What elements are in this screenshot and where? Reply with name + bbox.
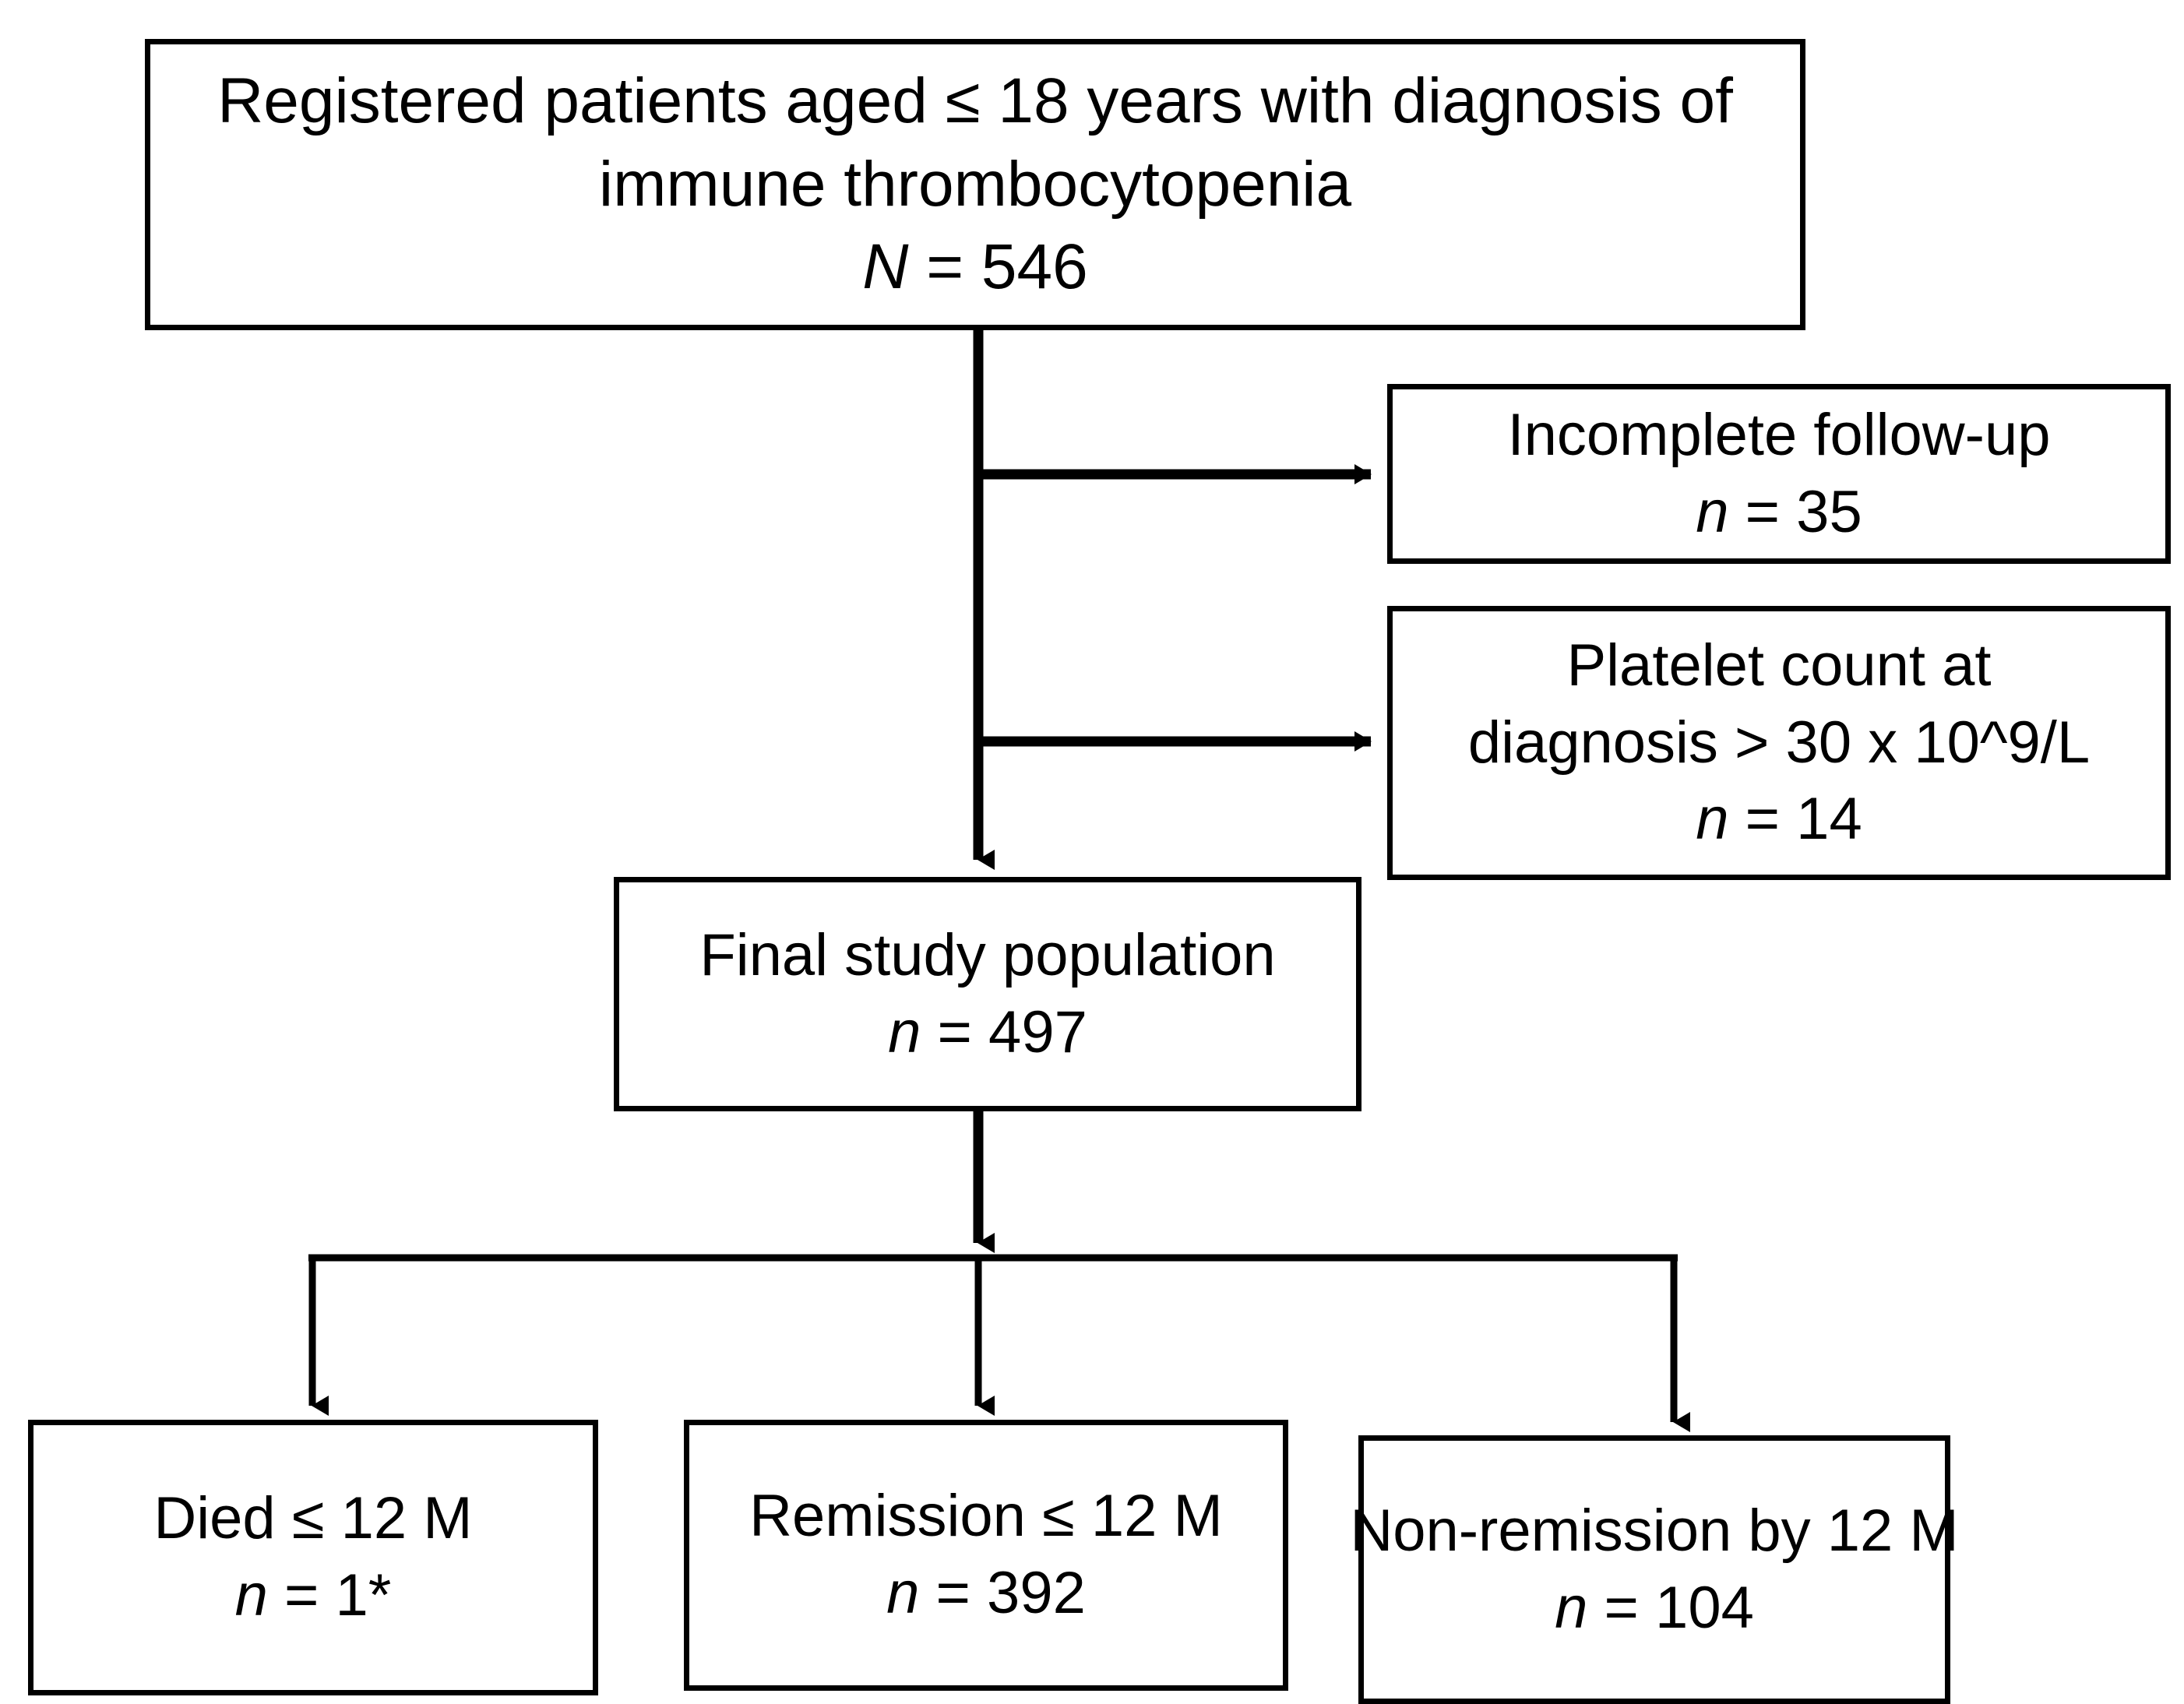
node-non-remission-count-value: 104 — [1655, 1574, 1754, 1641]
node-remission-count-symbol: n — [886, 1560, 920, 1626]
node-remission-line1: Remission ≤ 12 M — [749, 1483, 1223, 1550]
node-incomplete-followup: Incomplete follow-up n = 35 — [1387, 384, 2171, 564]
node-remission-count: n = 392 — [886, 1555, 1086, 1632]
node-died-line1: Died ≤ 12 M — [153, 1485, 473, 1552]
node-died-count-value: 1* — [335, 1562, 392, 1628]
node-final-count: n = 497 — [888, 995, 1087, 1072]
node-incomplete-count: n = 35 — [1696, 474, 1862, 551]
node-registered-line1: Registered patients aged ≤ 18 years with… — [217, 65, 1733, 137]
node-non-remission-count-equals: = — [1587, 1574, 1656, 1641]
node-died: Died ≤ 12 M n = 1* — [28, 1420, 598, 1695]
node-died-count-equals: = — [267, 1562, 336, 1628]
node-platelet-line2: diagnosis > 30 x 10^9/L — [1467, 709, 2091, 776]
node-platelet-excluded: Platelet count at diagnosis > 30 x 10^9/… — [1387, 606, 2171, 880]
node-registered-count: N = 546 — [862, 226, 1088, 309]
node-registered-count-value: 546 — [981, 231, 1088, 303]
node-non-remission: Non-remission by 12 M n = 104 — [1350, 1435, 1959, 1704]
node-incomplete-count-value: 35 — [1796, 478, 1862, 545]
node-non-remission-count-symbol: n — [1555, 1574, 1588, 1641]
node-platelet-count: n = 14 — [1696, 781, 1862, 858]
node-incomplete-count-symbol: n — [1696, 478, 1729, 545]
node-non-remission-count: n = 104 — [1555, 1570, 1754, 1647]
node-final-count-equals: = — [921, 998, 989, 1065]
node-platelet-count-value: 14 — [1796, 786, 1862, 853]
node-registered-count-symbol: N — [862, 231, 909, 303]
node-platelet-count-equals: = — [1728, 786, 1797, 853]
node-incomplete-line1: Incomplete follow-up — [1507, 401, 2051, 468]
node-platelet-count-symbol: n — [1696, 786, 1729, 853]
node-final-count-symbol: n — [888, 998, 921, 1065]
node-died-count: n = 1* — [235, 1558, 392, 1635]
node-final-count-value: 497 — [988, 998, 1087, 1065]
node-remission: Remission ≤ 12 M n = 392 — [684, 1420, 1288, 1691]
node-final-population: Final study population n = 497 — [614, 877, 1361, 1111]
node-platelet-line1: Platelet count at — [1566, 632, 1992, 699]
node-incomplete-count-equals: = — [1728, 478, 1797, 545]
node-registered-count-equals: = — [908, 231, 981, 303]
node-registered-patients: Registered patients aged ≤ 18 years with… — [145, 39, 1805, 330]
node-remission-count-equals: = — [919, 1560, 988, 1626]
node-final-line1: Final study population — [699, 921, 1276, 988]
node-registered-line2: immune thrombocytopenia — [598, 148, 1352, 220]
node-non-remission-line1: Non-remission by 12 M — [1350, 1497, 1959, 1564]
node-remission-count-value: 392 — [987, 1560, 1086, 1626]
node-died-count-symbol: n — [234, 1562, 268, 1628]
